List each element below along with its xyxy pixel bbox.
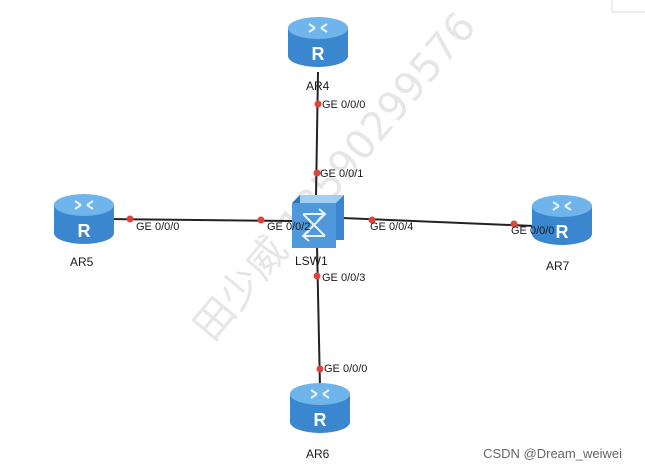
port-label-ar7-ge000: GE 0/0/0 xyxy=(511,225,554,237)
corner-frame xyxy=(611,0,645,13)
port-label-lsw1-ge003: GE 0/0/3 xyxy=(322,272,365,284)
port-label-ar5-ge000: GE 0/0/0 xyxy=(136,221,179,233)
router-icon: R xyxy=(54,194,114,244)
router-glyph: R xyxy=(314,410,327,430)
port-dot xyxy=(126,215,134,223)
port-label-lsw1-ge001: GE 0/0/1 xyxy=(320,168,363,180)
link-lsw1-ar6[interactable] xyxy=(316,244,321,389)
port-label-ar4-ge000: GE 0/0/0 xyxy=(322,99,365,111)
port-label-lsw1-ge002: GE 0/0/2 xyxy=(267,221,310,233)
device-label-ar5: AR5 xyxy=(70,255,94,269)
router-glyph: R xyxy=(78,221,91,241)
port-dot xyxy=(316,365,324,373)
device-label-ar4: AR4 xyxy=(306,79,330,93)
device-ar4[interactable]: R xyxy=(288,17,348,67)
device-label-ar7: AR7 xyxy=(546,259,570,273)
port-dot xyxy=(313,272,321,280)
device-label-lsw1: LSW1 xyxy=(295,254,328,268)
port-dot xyxy=(314,100,322,108)
router-icon: R xyxy=(288,17,348,67)
router-glyph: R xyxy=(556,222,569,242)
device-lsw1[interactable] xyxy=(292,195,344,248)
port-dot xyxy=(313,169,321,177)
router-icon: R xyxy=(532,195,592,245)
device-label-ar6: AR6 xyxy=(306,447,330,461)
port-dots xyxy=(126,100,518,373)
port-label-ar6-ge000: GE 0/0/0 xyxy=(324,363,367,375)
router-icon: R xyxy=(290,383,350,433)
footer-watermark: CSDN @Dream_weiwei xyxy=(483,446,622,461)
router-glyph: R xyxy=(312,44,325,64)
port-dot xyxy=(257,216,265,224)
port-dot xyxy=(368,216,376,224)
port-label-lsw1-ge004: GE 0/0/4 xyxy=(370,221,413,233)
device-ar5[interactable]: R xyxy=(54,194,114,244)
port-dot xyxy=(510,220,518,228)
device-ar6[interactable]: R xyxy=(290,383,350,433)
switch-icon xyxy=(292,195,344,248)
device-ar7[interactable]: R xyxy=(532,195,592,245)
